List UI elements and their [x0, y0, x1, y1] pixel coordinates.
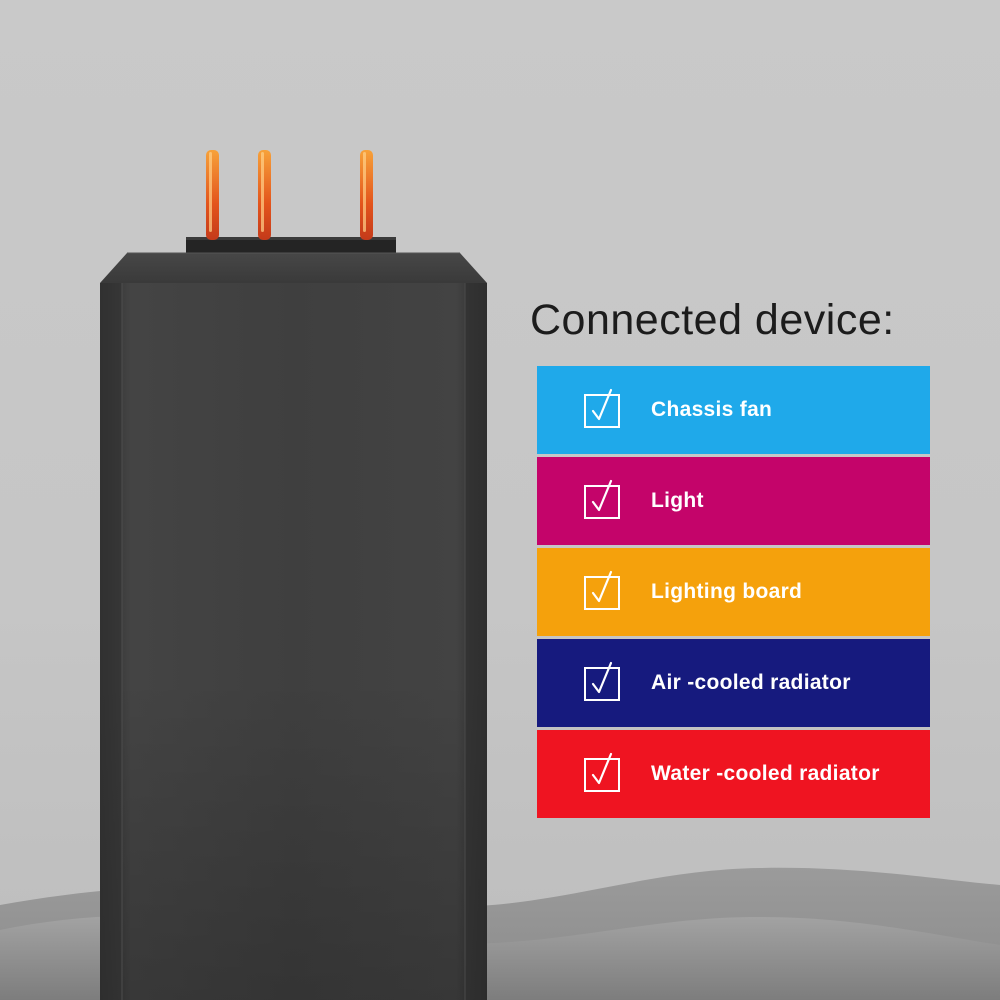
device-item-label: Light: [651, 489, 704, 512]
device-item-label: Lighting board: [651, 580, 803, 603]
connector-pins: [206, 150, 373, 240]
connector-header: [186, 237, 396, 253]
device-item-light: Light: [537, 457, 930, 545]
checkbox-checked-icon: [584, 752, 620, 792]
device-item-water-cooled-radiator: Water -cooled radiator: [537, 730, 930, 818]
device-item-label: Chassis fan: [651, 398, 773, 421]
device-top-bevel: [100, 253, 487, 283]
connected-device-list: Chassis fan Light Lighting board Air -co…: [537, 366, 930, 821]
checkbox-checked-icon: [584, 570, 620, 610]
device-edge-right: [465, 283, 487, 1000]
checkbox-checked-icon: [584, 661, 620, 701]
checkbox-checked-icon: [584, 479, 620, 519]
device-item-air-cooled-radiator: Air -cooled radiator: [537, 639, 930, 727]
connected-device-heading: Connected device:: [530, 296, 895, 344]
device-item-label: Water -cooled radiator: [651, 762, 880, 785]
checkbox-checked-icon: [584, 388, 620, 428]
device-item-lighting-board: Lighting board: [537, 548, 930, 636]
pin-2: [258, 150, 271, 240]
pin-1: [206, 150, 219, 240]
device-edge-left: [100, 283, 122, 1000]
pin-3: [360, 150, 373, 240]
device-item-chassis-fan: Chassis fan: [537, 366, 930, 454]
device-item-label: Air -cooled radiator: [651, 671, 851, 694]
